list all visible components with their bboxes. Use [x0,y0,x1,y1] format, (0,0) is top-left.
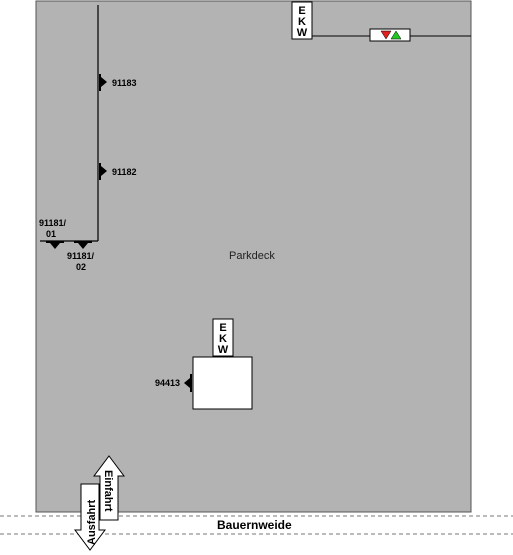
svg-text:Einfahrt: Einfahrt [102,470,114,512]
ekw-sign-top: E K W [291,1,313,40]
traffic-signal[interactable] [369,28,411,42]
detector-91182[interactable]: 91182 [99,163,137,180]
entry-arrow: Einfahrt [93,455,125,521]
detector-91181-01[interactable]: 91181/ 01 [39,218,67,249]
detector-91183[interactable]: 91183 [99,74,137,91]
parking-area-label: Parkdeck [229,250,275,262]
ekw-sign-middle: E K W [212,318,234,357]
exit-arrow: Ausfahrt [74,483,106,551]
parking-area [35,0,472,513]
signal-green-icon [390,30,402,40]
svg-text:91181/: 91181/ [39,218,67,228]
svg-text:91181/: 91181/ [67,251,95,261]
svg-text:E: E [298,5,305,17]
svg-text:91183: 91183 [112,78,137,88]
svg-text:W: W [218,344,229,356]
svg-text:Ausfahrt: Ausfahrt [86,499,98,545]
svg-text:91182: 91182 [112,167,137,177]
svg-text:94413: 94413 [155,378,180,388]
svg-text:W: W [297,27,308,39]
booth-box [192,356,253,410]
svg-text:K: K [298,16,306,28]
street-label: Bauernweide [217,518,292,532]
svg-text:E: E [219,322,226,334]
svg-text:02: 02 [76,262,86,272]
detector-91181-02[interactable]: 91181/ 02 [67,241,95,272]
svg-text:K: K [219,333,227,345]
detector-94413[interactable]: 94413 [155,374,192,392]
svg-text:01: 01 [46,229,56,239]
signal-red-icon [380,30,392,40]
